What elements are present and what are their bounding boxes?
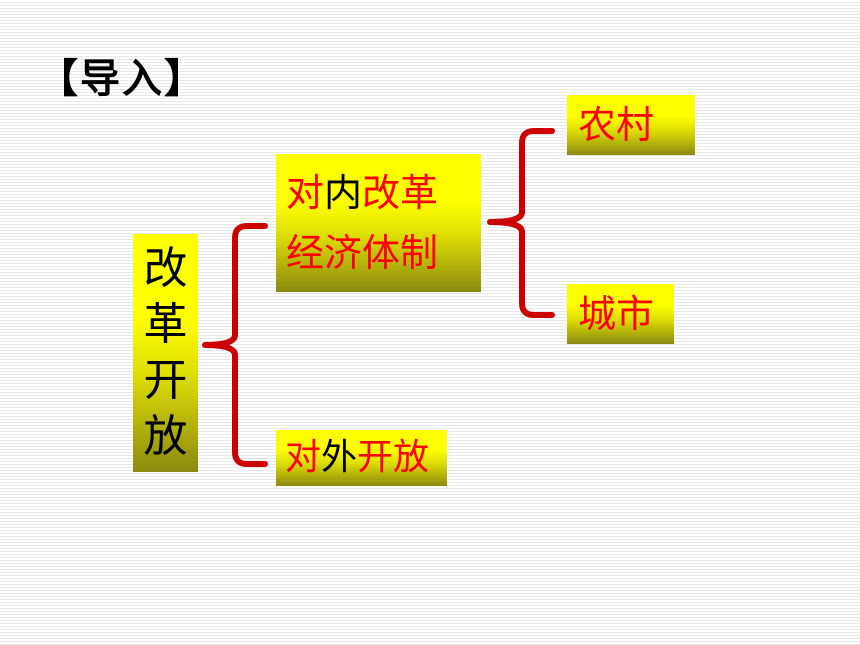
node-opening-up: 对外开放 [276, 430, 447, 486]
root-char: 改 [143, 243, 188, 294]
root-char: 开 [143, 355, 188, 406]
root-char: 放 [143, 411, 188, 462]
slide-title: 【导入】 [38, 56, 206, 102]
node-inner-reform: 对内改革 经济体制 [276, 154, 481, 292]
root-bracket [202, 223, 268, 467]
node-rural: 农村 [567, 95, 695, 155]
root-char: 革 [143, 299, 188, 350]
root-node-reform-opening: 改 革 开 放 [133, 234, 198, 472]
inner-bracket [487, 128, 555, 318]
node-urban: 城市 [567, 284, 674, 344]
inner-reform-line1: 对内改革 [286, 171, 439, 215]
inner-reform-line2: 经济体制 [286, 231, 439, 275]
